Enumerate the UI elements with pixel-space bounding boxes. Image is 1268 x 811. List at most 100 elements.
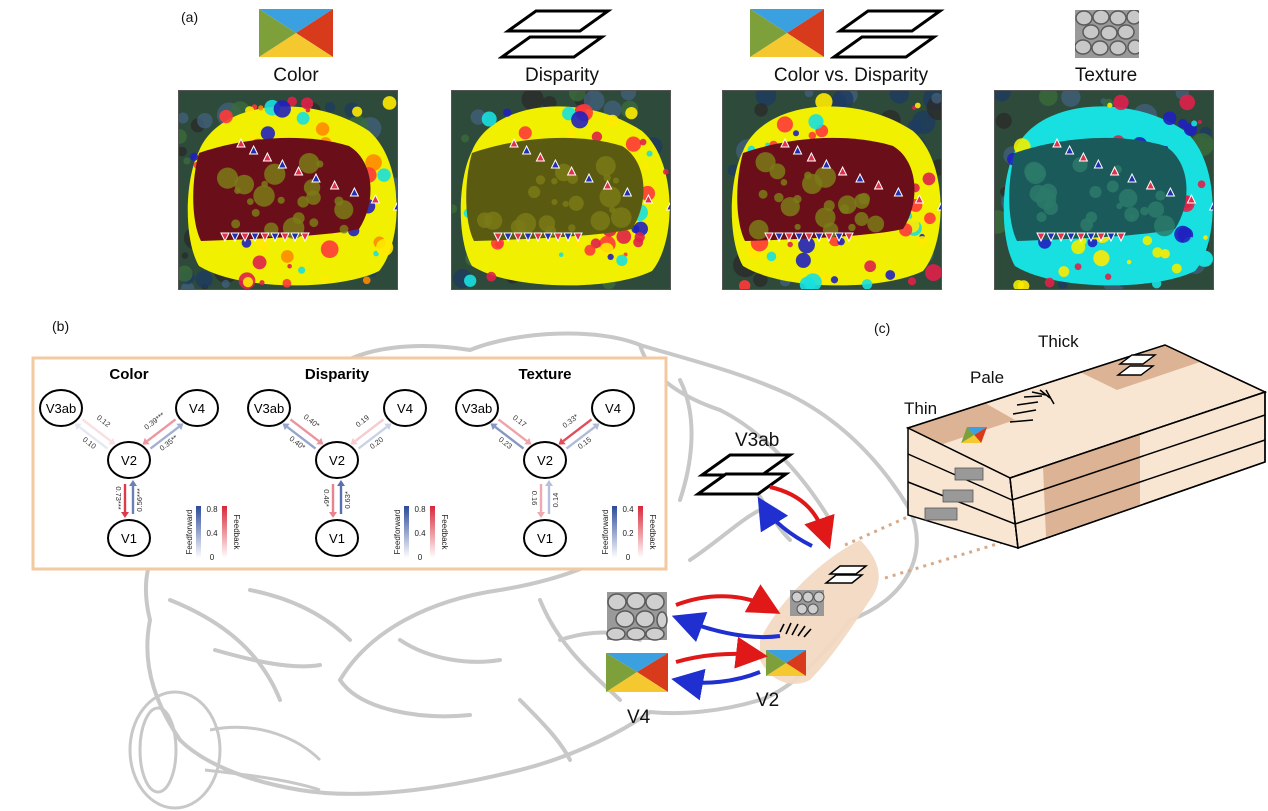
arrowhead-v4-ff (592, 423, 600, 431)
stripe-label-thick: Thick (1038, 332, 1079, 351)
arrow-v3ab-fb (497, 418, 528, 442)
node-label-v2: V2 (121, 453, 137, 468)
v2-pale-lines-icon (779, 622, 812, 638)
v4-texture-to-v2-arrow (675, 584, 781, 614)
arrow-v4-fb (146, 418, 177, 442)
disparity-planes-icon (498, 9, 613, 59)
v2-color-icon (766, 650, 806, 676)
network-disparity: Disparity0.40*0.40*0.200.190.63*0.46*V3a… (247, 366, 449, 562)
arrowhead-v1-fb (329, 512, 337, 518)
node-label-v1: V1 (329, 531, 345, 546)
v2-disparity-icon (823, 565, 869, 584)
arrowhead-v1-ff (129, 480, 137, 486)
arrowhead-v4-fb (142, 437, 150, 445)
network-title: Texture (518, 366, 571, 383)
arrow-v3ab-ff (78, 426, 109, 450)
colorbar-tick: 0 (418, 553, 423, 562)
arrowhead-v3ab-fb (316, 437, 324, 445)
colorbar-tick: 0.8 (206, 505, 218, 514)
arrow-v4-fb (354, 418, 385, 442)
projection-line-top (844, 513, 913, 547)
node-label-v2: V2 (537, 453, 553, 468)
thin-stripe-color-icon (961, 427, 987, 443)
brain-arrows (671, 485, 835, 701)
v3ab-to-v2-feedback-arrow (769, 485, 835, 550)
texture-stimulus-icon (1075, 10, 1139, 58)
column-title-color: Color (273, 65, 319, 86)
v4-color-to-v2-arrow (675, 636, 768, 669)
arrowhead-v4-fb (350, 437, 358, 445)
v2-stripe-block (906, 344, 1268, 550)
network-title: Disparity (305, 366, 370, 383)
network-title: Color (109, 366, 148, 383)
node-v3ab (247, 389, 291, 427)
v3ab-planes-icon (693, 453, 795, 496)
v2-to-v4-texture-arrow (671, 612, 781, 643)
pale-stripe-lines-icon (1009, 389, 1055, 423)
weight-v1-fb: 0.16 (530, 491, 539, 506)
v4-texture-icon (606, 592, 668, 641)
arrowhead-v4-ff (176, 423, 184, 431)
arrowhead-v1-fb (121, 512, 129, 518)
node-label-v1: V1 (537, 531, 553, 546)
arrow-v3ab-ff (286, 426, 317, 450)
node-v2 (315, 441, 359, 479)
stripe-label-pale: Pale (970, 368, 1005, 387)
node-label-v3ab: V3ab (254, 401, 284, 416)
node-v2 (107, 441, 151, 479)
region-label-v3ab: V3ab (735, 430, 780, 451)
node-label-v4: V4 (397, 401, 413, 416)
node-label-v3ab: V3ab (462, 401, 492, 416)
column-title-disparity: Disparity (525, 65, 599, 86)
weight-v1-ff: 0.63* (343, 491, 352, 509)
colorbar-tick: 0 (626, 553, 631, 562)
arrow-v4-fb (562, 418, 593, 442)
node-v1 (523, 519, 567, 557)
colorbar-label-feedforward: Feedforward (601, 510, 610, 555)
colorbar-label-feedback: Feedback (232, 514, 241, 550)
colorbar-tick: 0.8 (414, 505, 426, 514)
stripe-label-thin: Thin (904, 399, 938, 418)
arrowhead-v4-fb (558, 437, 566, 445)
thick-stripe-planes-icon (1115, 354, 1158, 376)
arrowhead-v1-ff (545, 480, 553, 486)
node-v3ab (39, 389, 83, 427)
color-stimulus-icon-2 (750, 9, 824, 57)
node-v1 (315, 519, 359, 557)
thin-stripe-top (908, 403, 1015, 446)
arrow-v4-ff (565, 426, 596, 450)
v2-to-v3ab-feedforward-arrow (757, 496, 813, 548)
activation-map-texture (994, 90, 1214, 290)
arrowhead-v1-ff (337, 480, 345, 486)
colorbar-feedback (430, 506, 435, 558)
node-label-v4: V4 (605, 401, 621, 416)
node-v3ab (455, 389, 499, 427)
colorbar-label-feedforward: Feedforward (185, 510, 194, 555)
arrow-v3ab-fb (81, 418, 112, 442)
panel-c-label: (c) (874, 320, 891, 336)
activation-map-disparity (451, 90, 671, 290)
colorbar-label-feedback: Feedback (440, 514, 449, 550)
node-label-v2: V2 (329, 453, 345, 468)
arrowhead-v1-fb (537, 512, 545, 518)
colorbar-tick: 0 (210, 553, 215, 562)
activation-map-color-vs-disparity (722, 90, 942, 290)
weight-v1-ff: 0.56*** (135, 488, 144, 511)
colorbar-feedforward (404, 506, 409, 558)
node-v1 (107, 519, 151, 557)
v2-texture-icon (790, 590, 825, 616)
colorbar-feedforward (196, 506, 201, 558)
v2-to-v4-color-arrow (671, 668, 761, 701)
arrowhead-v3ab-fb (524, 437, 532, 445)
region-label-v4: V4 (627, 707, 651, 728)
column-title-color-vs-disparity: Color vs. Disparity (773, 65, 929, 86)
column-title-texture: Texture (1074, 65, 1138, 86)
arrow-v4-ff (149, 426, 180, 450)
arrowhead-v3ab-fb (108, 437, 116, 445)
disparity-planes-icon-2 (830, 9, 945, 59)
arrowhead-v3ab-ff (282, 423, 290, 431)
colorbar-label-feedforward: Feedforward (393, 510, 402, 555)
arrowhead-v3ab-ff (74, 423, 82, 431)
colorbar-tick: 0.4 (206, 529, 218, 538)
